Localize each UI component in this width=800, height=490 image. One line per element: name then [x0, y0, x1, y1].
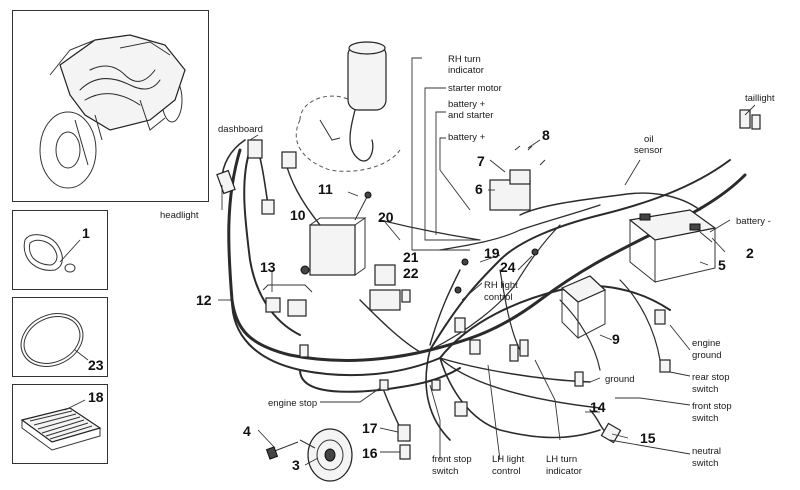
callout-4: 4 — [243, 423, 251, 439]
label-oil-sensor-2: sensor — [634, 145, 663, 156]
callout-6: 6 — [475, 181, 483, 197]
label-rh-light-2: control — [484, 292, 513, 303]
motorcycle-illustration — [39, 34, 186, 189]
callout-leaders — [218, 139, 726, 466]
part-3-horn — [299, 428, 353, 482]
part-5-battery — [628, 209, 717, 284]
label-lh-turn-2: indicator — [546, 466, 582, 477]
callout-15: 15 — [640, 430, 656, 446]
part-10-relay — [300, 217, 367, 276]
callout-12: 12 — [196, 292, 212, 308]
label-taillight: taillight — [745, 93, 775, 104]
callout-21: 21 — [403, 249, 419, 265]
component-labels: dashboard headlight RH turn indicator st… — [160, 54, 775, 477]
label-rh-turn-1: RH turn — [448, 54, 481, 65]
callout-19: 19 — [484, 245, 500, 261]
label-lh-light-1: LH light — [492, 454, 525, 465]
callout-3: 3 — [292, 457, 300, 473]
label-neutral-2: switch — [692, 458, 718, 469]
part-14-15-switch — [589, 409, 622, 444]
label-lh-light-2: control — [492, 466, 521, 477]
label-battery-plus: battery + — [448, 132, 486, 143]
label-rh-light-1: RH light — [484, 280, 518, 291]
callout-23: 23 — [88, 357, 104, 373]
part-9-regulator — [560, 275, 607, 340]
callout-8: 8 — [542, 127, 550, 143]
label-lh-turn-1: LH turn — [546, 454, 577, 465]
callout-24: 24 — [500, 259, 516, 275]
part-21-22-relay — [369, 264, 411, 311]
label-battery-starter-1: battery + — [448, 99, 486, 110]
part-6-7-8-fusebox — [489, 145, 546, 211]
label-battery-starter-2: and starter — [448, 110, 493, 121]
part-11-screw — [354, 191, 372, 221]
part-23-box — [12, 297, 108, 377]
callout-18: 18 — [88, 389, 104, 405]
callout-11: 11 — [318, 181, 333, 197]
part-18-tray — [20, 399, 102, 451]
callout-20: 20 — [378, 209, 394, 225]
leader-lines — [221, 57, 756, 461]
callout-2: 2 — [746, 245, 754, 261]
part-4-bolt — [265, 441, 299, 460]
callout-7: 7 — [477, 153, 485, 169]
part-1-gasket — [23, 234, 81, 273]
label-rear-stop-1: rear stop — [692, 372, 730, 383]
part-callouts: 1 2 3 4 5 6 7 8 9 10 11 12 13 14 15 16 1… — [82, 127, 754, 473]
label-front-stop-r-2: switch — [692, 413, 718, 424]
callout-1: 1 — [82, 225, 90, 241]
callout-22: 22 — [403, 265, 419, 281]
label-headlight: headlight — [160, 210, 199, 221]
label-neutral-1: neutral — [692, 446, 721, 457]
label-front-stop-b-2: switch — [432, 466, 458, 477]
label-engine-ground-1: engine — [692, 338, 721, 349]
label-ground: ground — [605, 374, 635, 385]
label-engine-ground-2: ground — [692, 350, 722, 361]
label-rear-stop-2: switch — [692, 384, 718, 395]
callout-16: 16 — [362, 445, 378, 461]
label-rh-turn-2: indicator — [448, 65, 484, 76]
callout-10: 10 — [290, 207, 306, 223]
callout-13: 13 — [260, 259, 276, 275]
callout-14: 14 — [590, 399, 606, 415]
connectors — [299, 109, 761, 417]
label-starter-motor: starter motor — [448, 83, 502, 94]
part-13-relays — [262, 284, 313, 317]
label-oil-sensor-1: oil — [644, 134, 654, 145]
label-engine-stop: engine stop — [268, 398, 317, 409]
label-dashboard: dashboard — [218, 124, 263, 135]
callout-5: 5 — [718, 257, 726, 273]
starter-motor-illustration — [295, 41, 401, 172]
label-front-stop-b-1: front stop — [432, 454, 472, 465]
label-front-stop-r-1: front stop — [692, 401, 732, 412]
dashboard-connectors — [216, 139, 297, 215]
callout-9: 9 — [612, 331, 620, 347]
callout-17: 17 — [362, 420, 378, 436]
part-16-17-switch — [397, 424, 411, 460]
main-harness — [221, 139, 747, 441]
part-23-ring — [20, 313, 89, 367]
label-battery-minus: battery - — [736, 216, 771, 227]
